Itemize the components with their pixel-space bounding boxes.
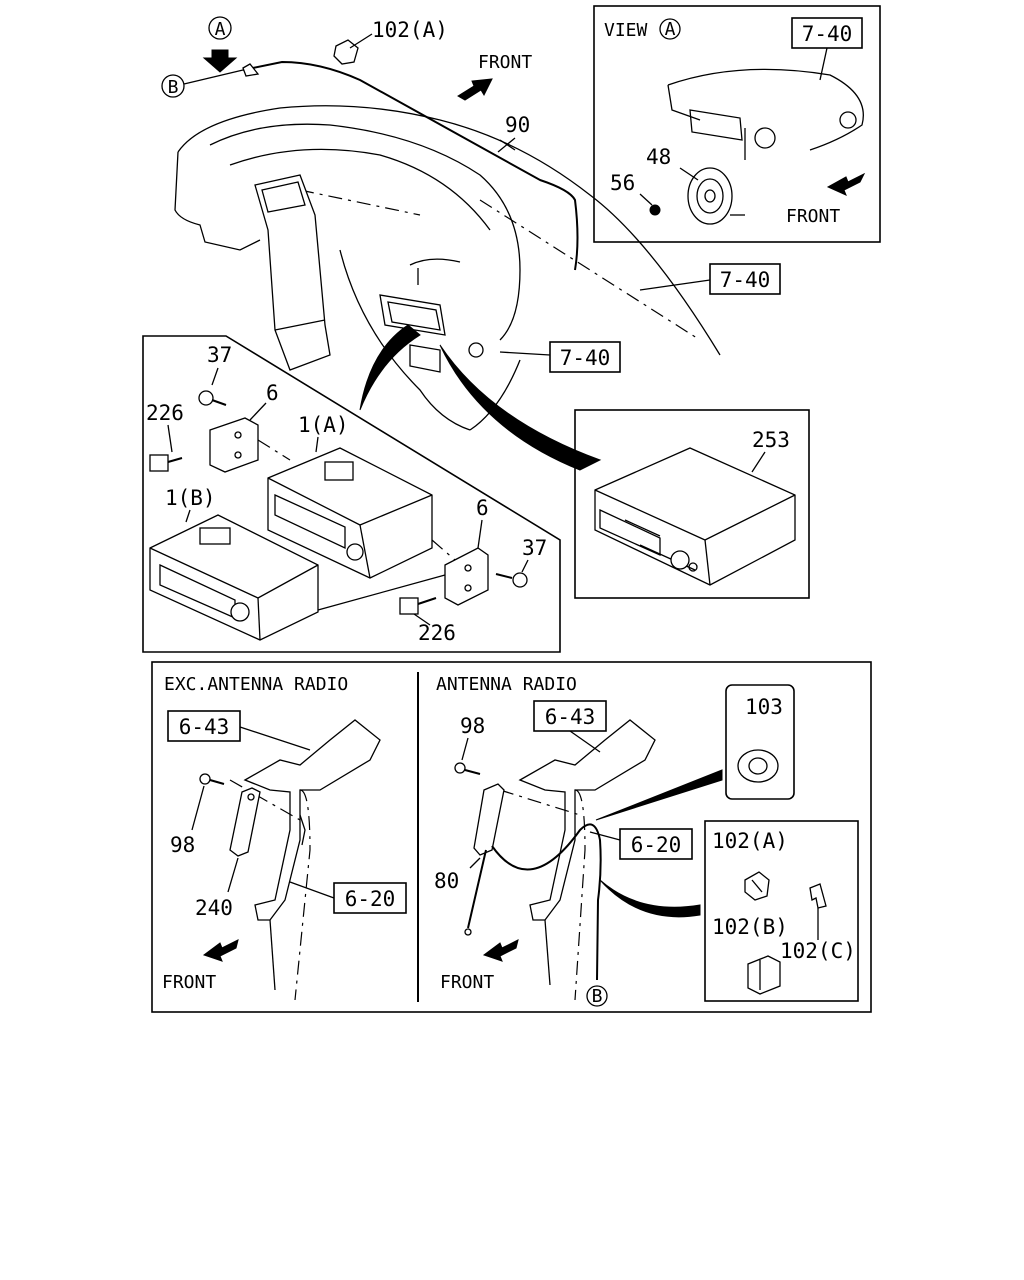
dashboard-area: A B 102(A) FRONT 90 (161, 16, 781, 471)
view-a-front-arrow-icon (826, 172, 866, 196)
view-a-marker-top: A (215, 19, 226, 40)
radio-1b-part (149, 514, 319, 641)
exc-pillar-outline (243, 719, 381, 921)
grommet-103-label: 103 (745, 695, 783, 719)
screw-226-left-part (149, 454, 169, 472)
exc-screw-98-part (199, 773, 211, 785)
grommet-103-part (737, 749, 779, 783)
ant-b-marker-circle (586, 985, 608, 1007)
speaker-48-label: 48 (646, 145, 671, 169)
ant-front-label: FRONT (440, 972, 494, 993)
ant-screw-98-label: 98 (460, 714, 485, 738)
screw-226-left-label: 226 (146, 401, 184, 425)
cable-90-label: 90 (505, 113, 530, 137)
antenna-lead-cable (491, 823, 602, 981)
bolt-37-right-label: 37 (522, 536, 547, 560)
radio-1a-label: 1(A) (298, 413, 349, 437)
cassette-panel: 253 (574, 409, 810, 599)
bolt-37-top-part (198, 390, 214, 406)
grommet-103-frame (725, 684, 795, 800)
b-marker-top: B (168, 77, 179, 98)
exc-ref-6-43-box (167, 710, 241, 742)
exc-front-arrow-icon (202, 939, 239, 962)
ref-7-40-right-label: 7-40 (720, 268, 771, 292)
leader-wedge-grommet (595, 769, 723, 821)
clip-102c-label: 102(C) (780, 939, 856, 963)
antenna-cable (242, 60, 579, 271)
view-a-front-label: FRONT (786, 206, 840, 227)
front-arrow-icon-top (457, 78, 493, 101)
exc-screw-98-label: 98 (170, 833, 195, 857)
screw-226-right-part (399, 597, 419, 615)
antenna-panel: EXC.ANTENNA RADIO 6-43 98 240 6-20 FRONT… (151, 661, 872, 1013)
cassette-253-part (594, 447, 796, 586)
view-a-ref-label: 7-40 (802, 22, 853, 46)
view-direction-arrow-icon (202, 49, 238, 73)
clip-102a-part (333, 39, 359, 65)
ant-screw-98-part (454, 762, 466, 774)
exc-ref-6-43-label: 6-43 (179, 715, 230, 739)
ant-ref-6-20-label: 6-20 (631, 833, 682, 857)
clips-frame (704, 820, 859, 1002)
antenna-title: ANTENNA RADIO (436, 674, 577, 695)
ref-7-40-right-box (709, 263, 781, 295)
view-a-frame (593, 5, 881, 243)
exc-antenna-title: EXC.ANTENNA RADIO (164, 674, 348, 695)
steering-column (254, 174, 331, 371)
view-a-title: VIEW (604, 20, 648, 41)
speaker-48-part (687, 167, 733, 225)
bolt-37-top-label: 37 (207, 343, 232, 367)
cassette-253-label: 253 (752, 428, 790, 452)
bracket-6-right-label: 6 (476, 496, 489, 520)
antenna-80-label: 80 (434, 869, 459, 893)
screw-56-part (649, 204, 661, 216)
cluster-hood (209, 123, 521, 341)
ref-7-40-lower-box (549, 341, 621, 373)
screw-56-label: 56 (610, 171, 635, 195)
bracket-6-left-label: 6 (266, 381, 279, 405)
ref-7-40-lower-label: 7-40 (560, 346, 611, 370)
bracket-6-left-part (209, 417, 259, 473)
view-a-marker: A (665, 19, 676, 40)
radio-assembly-panel: 37 6 226 1(A) 1(B) 6 (142, 335, 561, 653)
leader-wedge-clips (599, 879, 701, 918)
bracket-6-right-part (444, 547, 489, 606)
view-a-dash-outline (667, 68, 864, 151)
ant-pillar-outline (518, 719, 656, 921)
antenna-80-part (473, 783, 505, 856)
clip-102a-detail-label: 102(A) (712, 829, 788, 853)
ant-b-marker: B (592, 986, 603, 1007)
radio-assembly-frame (142, 335, 561, 653)
ant-front-arrow-icon (482, 939, 519, 962)
b-marker-circle (161, 74, 185, 98)
bolt-37-right-part (512, 572, 528, 588)
exc-ref-6-20-label: 6-20 (345, 887, 396, 911)
dashboard-top-edge (177, 105, 721, 356)
leader-wedge-cassette (439, 344, 602, 471)
exc-front-label: FRONT (162, 972, 216, 993)
exc-ref-6-20-box (333, 882, 407, 914)
clip-102b-part (747, 955, 781, 995)
leader-wedge-radio (359, 324, 421, 411)
front-label-top: FRONT (478, 52, 532, 73)
radio-1b-label: 1(B) (165, 486, 216, 510)
ant-ref-6-43-label: 6-43 (545, 705, 596, 729)
antenna-frame (151, 661, 872, 1013)
view-a-marker-circle (208, 16, 232, 40)
clip-102a-label: 102(A) (372, 18, 448, 42)
clip-102c-part (809, 883, 827, 909)
cover-240-part (229, 787, 261, 857)
radio-opening (379, 294, 446, 336)
clip-102b-label: 102(B) (712, 915, 788, 939)
cover-240-label: 240 (195, 896, 233, 920)
view-a-panel: VIEW A 7-40 48 56 FRONT (593, 5, 881, 243)
radio-1a-part (267, 447, 433, 579)
ant-ref-6-20-box (619, 828, 693, 860)
cassette-frame (574, 409, 810, 599)
screw-226-right-label: 226 (418, 621, 456, 645)
